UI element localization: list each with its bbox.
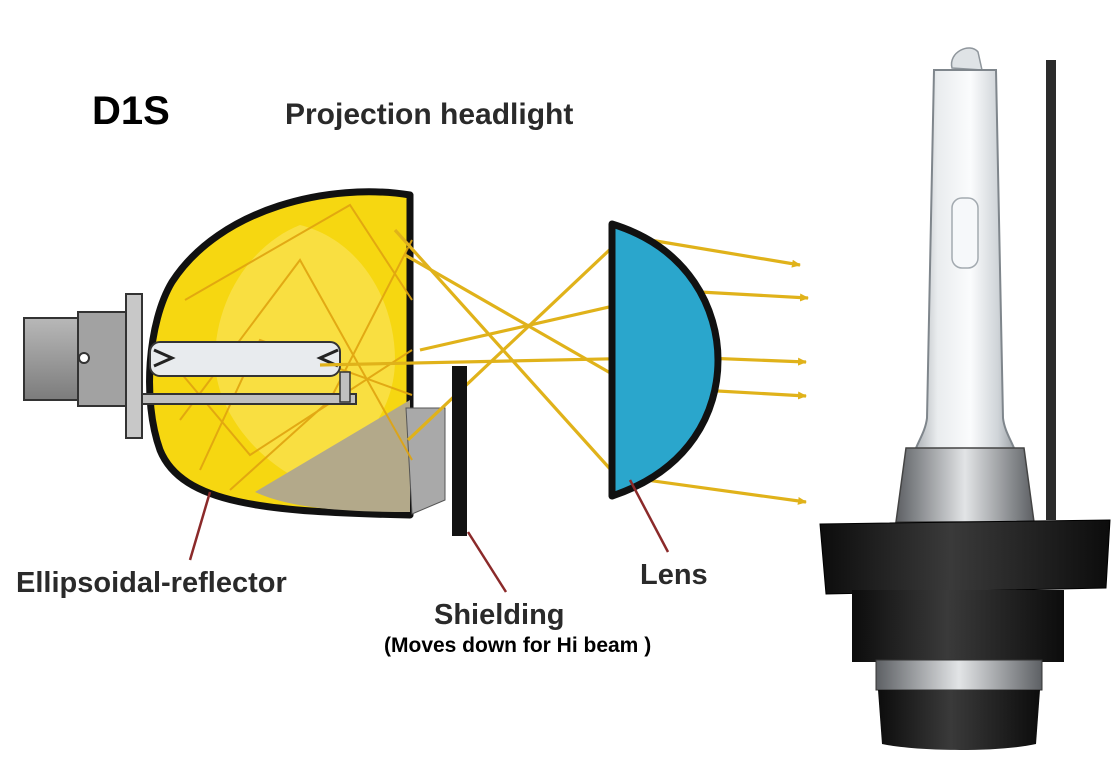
- model-label: D1S: [92, 89, 170, 133]
- reflector-label: Ellipsoidal-reflector: [16, 567, 287, 599]
- ellipsoidal-reflector: [146, 188, 446, 519]
- diagram-title: Projection headlight: [285, 98, 573, 131]
- ray: [319, 356, 651, 367]
- reflector-pointer: [188, 491, 212, 561]
- shielding-note: (Moves down for Hi beam ): [384, 634, 651, 657]
- bulb-base-bottom: [878, 690, 1040, 750]
- bulb-support-rail: [141, 393, 357, 405]
- shielding-label: Shielding: [434, 599, 565, 631]
- reflector-shadow-region: [255, 400, 410, 512]
- bulb-base-flange: [819, 519, 1111, 595]
- bulb-glass-envelope: [908, 69, 1022, 471]
- plug-pin: [78, 352, 90, 364]
- bulb-base-body: [852, 590, 1064, 662]
- return-wire: [339, 371, 351, 403]
- bulb-glass-tube: [149, 341, 341, 377]
- ray: [704, 356, 807, 366]
- bulb-metal-collar: [895, 447, 1035, 523]
- bulb-arc-chamber: [951, 197, 979, 269]
- plug-body: [23, 317, 81, 401]
- pointer-lines: [188, 479, 670, 593]
- mounting-flange: [125, 293, 143, 439]
- light-rays: [319, 228, 809, 505]
- bulb-base-metal-ring: [875, 659, 1043, 691]
- xenon-bulb-assembly: [23, 293, 357, 439]
- shielding-pointer: [466, 531, 508, 593]
- lens-label: Lens: [640, 559, 708, 591]
- d1s-bulb-illustration: [819, 47, 1111, 750]
- lens-pointer: [628, 479, 670, 553]
- ray: [419, 298, 641, 352]
- ray: [406, 238, 622, 442]
- projector-lens: [608, 220, 722, 500]
- ray: [649, 238, 801, 268]
- ray: [404, 253, 641, 392]
- bulb-glass-tip: [950, 47, 983, 71]
- ray: [699, 290, 809, 302]
- shielding-plate: [452, 366, 467, 536]
- bulb-return-wire: [1046, 60, 1056, 520]
